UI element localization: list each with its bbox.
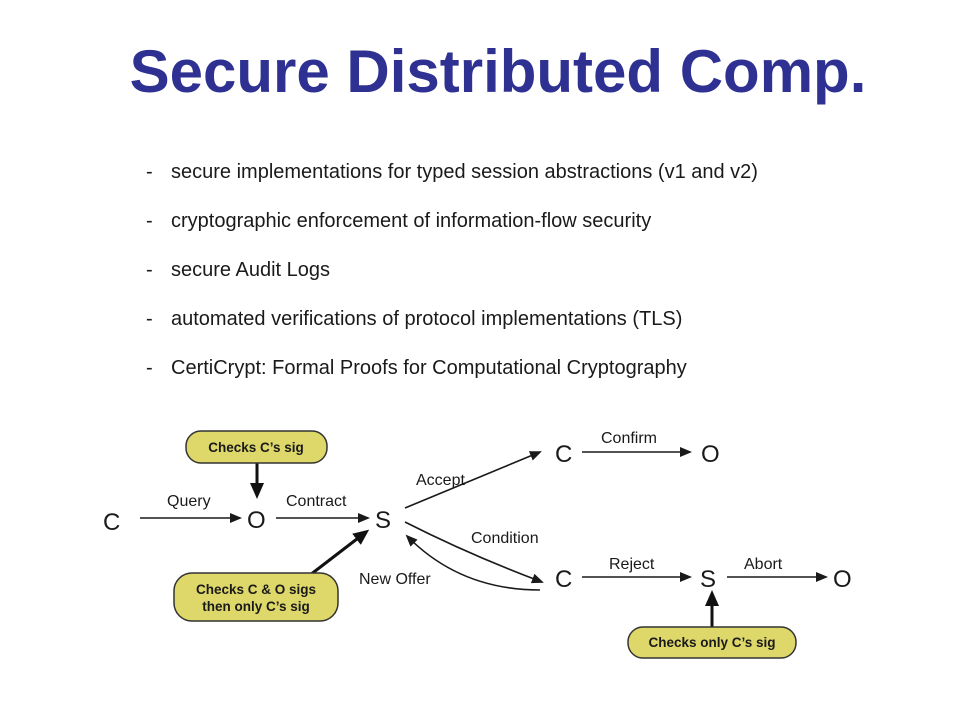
bullet-item: -secure implementations for typed sessio… [146,154,758,203]
query-label: Query [167,493,211,510]
bullet-marker: - [146,259,153,281]
condition-arrow [404,521,544,584]
bubble-checks-c-o-sigs-line1: Checks C & O sigs [196,582,316,597]
node-c-bottom: C [555,566,574,593]
bullet-item: -secure Audit Logs [146,252,758,301]
node-o-top: O [701,441,722,468]
node-c-top: C [555,441,574,468]
accept-label: Accept [416,472,465,489]
node-s-center: S [375,507,393,534]
accept-arrow [404,451,542,509]
node-c-start: C [103,509,122,536]
confirm-label: Confirm [601,430,657,447]
node-o-bottom: O [833,566,854,593]
bubble-checks-c-o-sigs [173,572,339,622]
bullet-text: secure Audit Logs [171,259,330,281]
bullet-marker: - [146,357,153,379]
bullet-item: -CertiCrypt: Formal Proofs for Computati… [146,350,758,399]
bubble-checks-only-c-sig-text: Checks only C’s sig [648,635,775,650]
reject-label: Reject [609,556,655,573]
abort-label: Abort [744,556,783,573]
bubble-checks-c-sig [185,430,328,464]
bullet-text: CertiCrypt: Formal Proofs for Computatio… [171,357,687,379]
bullet-marker: - [146,161,153,183]
bullet-item: -automated verifications of protocol imp… [146,301,758,350]
new-offer-label: New Offer [359,571,431,588]
contract-label: Contract [286,493,347,510]
check-arrow-to-s [309,529,370,577]
bubble-checks-c-sig-text: Checks C’s sig [208,440,304,455]
bubble-checks-c-o-sigs-line2: then only C’s sig [202,599,310,614]
bullet-marker: - [146,308,153,330]
node-s-bottom: S [700,566,718,593]
bullet-text: cryptographic enforcement of information… [171,210,652,232]
bubble-checks-only-c-sig [627,626,797,659]
bullet-text: automated verifications of protocol impl… [171,308,683,330]
slide-title: Secure Distributed Comp. [129,38,867,105]
bullet-item: -cryptographic enforcement of informatio… [146,203,758,252]
bullet-marker: - [146,210,153,232]
new-offer-arrow [405,534,541,591]
condition-label: Condition [471,530,539,547]
bullet-list: -secure implementations for typed sessio… [146,154,758,399]
bullet-text: secure implementations for typed session… [171,161,758,183]
node-o-start: O [247,507,268,534]
